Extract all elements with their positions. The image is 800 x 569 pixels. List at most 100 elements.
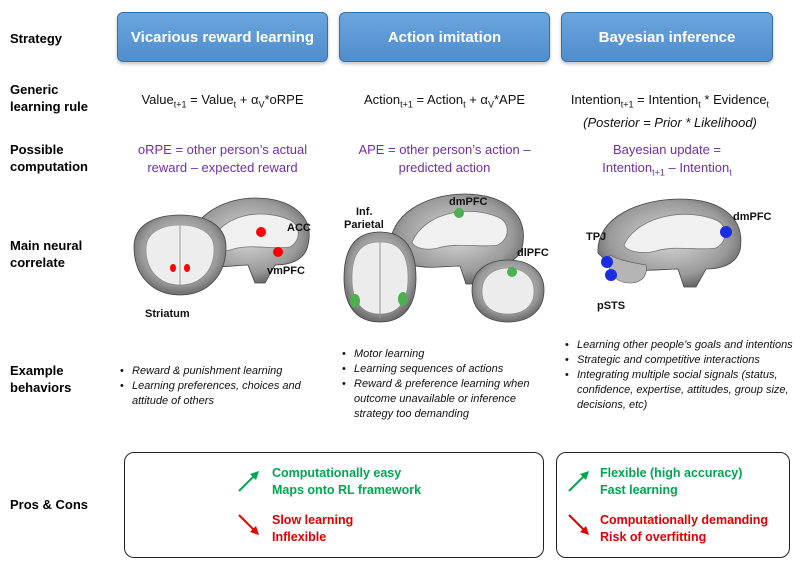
right-cons: Computationally demanding Risk of overfi… [600,512,768,546]
rule-bayesian-b: = Intention [633,92,699,107]
rule-bayesian-b-sub: t [698,99,701,110]
rule-vicarious-b: = Value [186,92,234,107]
row-label-generic-line2: learning rule [10,99,89,114]
arrow-down-icon [568,514,589,535]
label-parietal: Parietal [344,219,384,231]
dlpfc-activation [507,267,517,277]
computation-bayesian-line1: Bayesian update = [612,142,722,157]
pro-item: Maps onto RL framework [272,483,422,497]
example-item: Learning sequences of actions [340,362,552,377]
rule-bayesian-c: * Evidence [700,92,767,107]
row-label-generic: Generic learning rule [10,81,88,115]
rule-vicarious-a-sub: t+1 [173,99,187,110]
example-item: Reward & punishment learning [118,364,318,379]
arrow-up-icon [238,471,259,492]
label-acc: ACC [287,222,311,234]
rule-imitation-c-sub: V [487,99,494,110]
strategy-vicarious-header: Vicarious reward learning [117,12,328,62]
brain-figure-vicarious [133,197,310,296]
vmpfc-activation [273,247,283,257]
row-label-possible-line2: computation [10,159,88,174]
label-inf-parietal: Inf. Parietal [344,206,384,232]
rule-vicarious-b-sub: t [233,99,237,110]
rule-imitation-c: + α [465,92,488,107]
computation-bayesian-line2: Intentiont+1 – Intentiont [561,159,773,182]
rule-bayesian-a-sub: t+1 [620,99,634,110]
parietal-activation-right [398,292,408,306]
pros-cons-box-right [556,452,790,558]
con-item: Slow learning [272,513,354,527]
striatum-activation-left [170,264,176,272]
examples-imitation: Motor learning Learning sequences of act… [340,347,552,422]
left-pros: Computationally easy Maps onto RL framew… [272,465,421,499]
example-item: Motor learning [340,347,552,362]
sagittal-cortex-fold-right [623,214,726,253]
computation-bayesian-2b: – Intention [664,160,730,175]
rule-bayesian-c-sub: t [766,99,770,110]
rule-imitation-b: = Action [412,92,464,107]
rule-vicarious-d: *oRPE [264,92,304,107]
row-label-possible: Possible computation [10,141,88,175]
right-pros: Flexible (high accuracy) Fast learning [600,465,742,499]
row-label-neural-line2: correlate [10,255,65,270]
rule-imitation-a: Action [363,92,401,107]
psts-activation [605,269,617,281]
row-label-generic-line1: Generic [10,82,59,97]
example-item: Reward & preference learning when outcom… [340,377,552,422]
label-inf: Inf. [356,206,373,218]
computation-bayesian-2a: Intention [602,160,653,175]
computation-bayesian: Bayesian update = Intentiont+1 – Intenti… [561,141,773,182]
example-item: Integrating multiple social signals (sta… [563,368,793,413]
rule-vicarious-a: Value [141,92,174,107]
label-psts: pSTS [597,300,626,312]
tpj-activation [601,256,613,268]
computation-vicarious-line2: reward – expected reward [147,160,298,175]
brain-figure-bayesian [597,198,742,288]
example-item: Learning other people’s goals and intent… [563,338,793,353]
pros-cons-box-left [124,452,544,558]
pro-item: Flexible (high accuracy) [600,466,743,480]
con-item: Inflexible [272,530,327,544]
rule-vicarious: Valuet+1 = Valuet + αV*oRPE [117,91,328,114]
pro-item: Fast learning [600,483,678,497]
examples-vicarious: Reward & punishment learning Learning pr… [118,364,318,409]
con-item: Computationally demanding [600,513,769,527]
computation-imitation-line1: APE = other person’s action – [358,142,531,157]
examples-bayesian: Learning other people’s goals and intent… [563,338,793,413]
rule-vicarious-c-sub: V [258,99,265,110]
example-item: Learning preferences, choices and attitu… [118,379,318,409]
pro-item: Computationally easy [272,466,402,480]
label-tpj: TPJ [586,231,607,243]
label-vmpfc: vmPFC [267,265,305,277]
con-item: Risk of overfitting [600,530,707,544]
dmpfc-activation-mid [454,208,464,218]
label-striatum: Striatum [145,308,190,320]
strategy-imitation-header: Action imitation [339,12,550,62]
rule-vicarious-c: + α [236,92,259,107]
rule-imitation-d: *APE [493,92,526,107]
rule-bayesian: Intentiont+1 = Intentiont * Evidencet (P… [550,91,790,132]
coronal-white-matter-mid [481,267,535,315]
arrow-down-icon [238,514,259,535]
row-label-example-line2: behaviors [10,380,72,395]
strategy-bayesian-header: Bayesian inference [561,12,773,62]
brain-figure-imitation [343,193,545,323]
row-label-neural: Main neural correlate [10,237,82,271]
computation-imitation-line2: predicted action [398,160,491,175]
left-cons: Slow learning Inflexible [272,512,353,546]
arrow-up-icon [568,471,589,492]
row-label-pros-cons: Pros & Cons [10,497,89,512]
computation-bayesian-2b-sub: t [729,167,732,178]
label-dlpfc: dlPFC [517,247,549,259]
computation-bayesian-2a-sub: t+1 [652,167,665,178]
rule-imitation: Actiont+1 = Actiont + αV*APE [335,91,554,114]
computation-vicarious: oRPE = other person’s actual reward – ex… [112,141,333,177]
computation-imitation: APE = other person’s action – predicted … [334,141,555,177]
rule-bayesian-line1: Intentiont+1 = Intentiont * Evidencet [550,91,790,114]
label-dmpfc-mid: dmPFC [449,196,488,208]
label-dmpfc-right: dmPFC [733,211,772,223]
rule-bayesian-line2: (Posterior = Prior * Likelihood) [583,114,757,130]
example-item: Strategic and competitive interactions [563,353,793,368]
row-label-neural-line1: Main neural [10,238,83,253]
rule-imitation-b-sub: t [463,99,466,110]
